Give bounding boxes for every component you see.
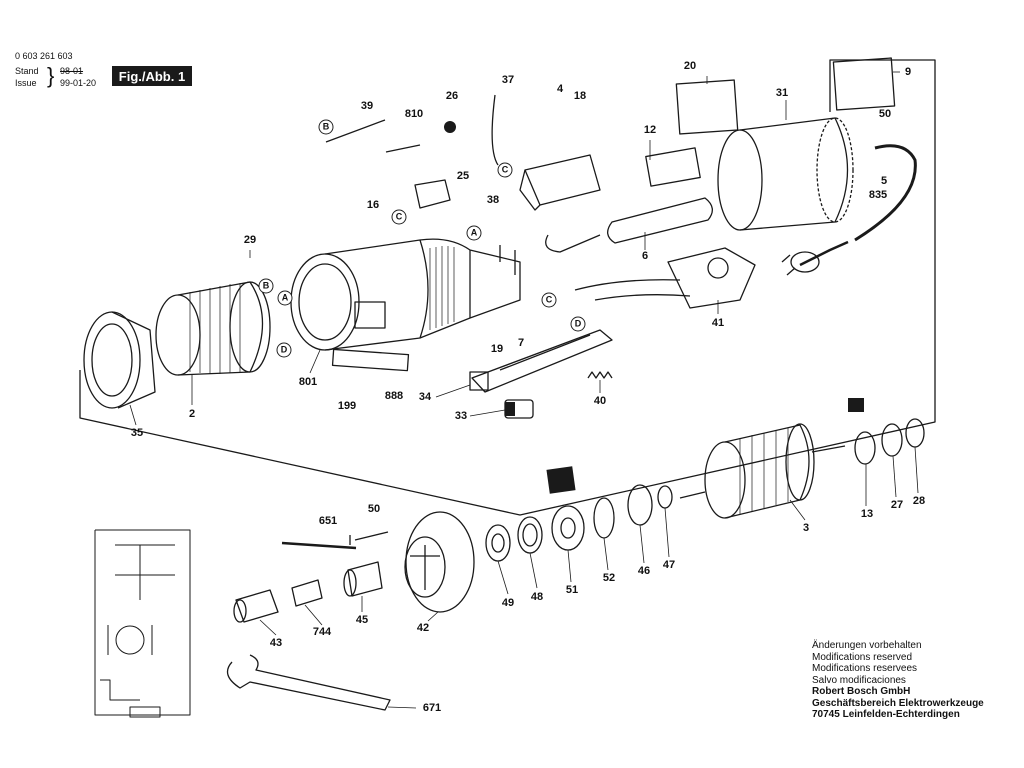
small-parts xyxy=(444,121,864,494)
callout-671: 671 xyxy=(422,702,442,714)
callout-13: 13 xyxy=(860,508,874,520)
assembly-outline xyxy=(79,59,936,516)
connector-c-module: C xyxy=(541,292,557,308)
end-cap-drawing xyxy=(83,311,156,409)
connector-a-top: A xyxy=(466,225,482,241)
connector-c-brush: C xyxy=(391,209,407,225)
callout-28: 28 xyxy=(912,495,926,507)
callout-37: 37 xyxy=(501,74,515,86)
brush-spring-drawing xyxy=(325,119,421,153)
callout-810: 810 xyxy=(404,108,424,120)
connector-d-stator: D xyxy=(276,342,292,358)
motor-housing-drawing xyxy=(290,238,521,351)
wrench-drawing xyxy=(226,654,391,711)
callout-35: 35 xyxy=(130,427,144,439)
label-plate-20-drawing xyxy=(675,79,739,135)
callout-51: 51 xyxy=(565,584,579,596)
callout-52: 52 xyxy=(602,572,616,584)
callout-25: 25 xyxy=(456,170,470,182)
callout-50a: 50 xyxy=(878,108,892,120)
callout-651: 651 xyxy=(318,515,338,527)
company-address: 70745 Leinfelden-Echterdingen xyxy=(812,709,960,720)
leader-lines xyxy=(129,71,919,709)
type-plate-drawing xyxy=(331,348,410,372)
part-number: 0 603 261 603 xyxy=(15,51,73,61)
stand-label: Stand xyxy=(15,66,39,76)
callout-888: 888 xyxy=(384,390,404,402)
callout-20: 20 xyxy=(683,60,697,72)
callout-39: 39 xyxy=(360,100,374,112)
callout-45: 45 xyxy=(355,614,369,626)
callout-38: 38 xyxy=(486,194,500,206)
circuit-schematic xyxy=(94,529,191,718)
callout-9: 9 xyxy=(904,66,912,78)
label-plate-9-drawing xyxy=(832,57,896,111)
collet-drawing xyxy=(233,561,383,623)
callout-33: 33 xyxy=(454,410,468,422)
note-line: Änderungen vorbehalten xyxy=(812,640,922,651)
company-division: Geschäftsbereich Elektrowerkzeuge xyxy=(812,697,984,709)
note-line: Modifications reserved xyxy=(812,651,913,663)
screw-drawing xyxy=(349,531,389,545)
callout-48: 48 xyxy=(530,591,544,603)
note-line: Modifications reservees xyxy=(812,663,918,674)
connector-b-top: B xyxy=(318,119,334,135)
callout-41: 41 xyxy=(711,317,725,329)
flange-drawing xyxy=(404,511,475,613)
pin-drawing xyxy=(281,541,357,550)
stator-drawing xyxy=(155,281,271,376)
callout-744: 744 xyxy=(312,626,332,638)
callout-26: 26 xyxy=(445,90,459,102)
wire-drawing xyxy=(491,94,601,253)
callout-199: 199 xyxy=(337,400,357,412)
callout-40: 40 xyxy=(593,395,607,407)
callout-3: 3 xyxy=(802,522,810,534)
callout-7: 7 xyxy=(517,337,525,349)
bracket-icon: } xyxy=(47,63,55,88)
callout-49: 49 xyxy=(501,597,515,609)
issue-label: Issue xyxy=(15,78,37,88)
callout-43: 43 xyxy=(269,637,283,649)
electronic-module-drawing xyxy=(574,247,756,309)
armature-drawing xyxy=(679,423,846,519)
figure-label: Fig./Abb. 1 xyxy=(112,66,192,86)
callout-46: 46 xyxy=(637,565,651,577)
callout-50b: 50 xyxy=(367,503,381,515)
callout-18: 18 xyxy=(573,90,587,102)
spring-drawing xyxy=(587,371,613,379)
callout-4: 4 xyxy=(556,83,564,95)
power-cable-drawing xyxy=(781,144,917,276)
callout-835: 835 xyxy=(868,189,888,201)
callout-27: 27 xyxy=(890,499,904,511)
note-line: Salvo modificaciones xyxy=(812,674,906,686)
callout-42: 42 xyxy=(416,622,430,634)
company-name: Robert Bosch GmbH xyxy=(812,686,911,697)
callout-19: 19 xyxy=(490,343,504,355)
callout-801: 801 xyxy=(298,376,318,388)
callout-6: 6 xyxy=(641,250,649,262)
motor-cover-drawing xyxy=(717,117,854,231)
callout-31: 31 xyxy=(775,87,789,99)
connector-d-module: D xyxy=(570,316,586,332)
stand-value: 98-01 xyxy=(60,66,84,76)
switch-drawing xyxy=(519,154,601,211)
switch-rod-drawing xyxy=(469,329,613,393)
callout-16: 16 xyxy=(366,199,380,211)
issue-value: 99-01-20 xyxy=(60,78,97,88)
connector-b-stator: B xyxy=(258,278,274,294)
brush-drawing xyxy=(414,179,451,209)
grip-drawing xyxy=(607,197,713,244)
brush-holder-drawing xyxy=(645,147,701,187)
connector-a-stator: A xyxy=(277,290,293,306)
callout-29: 29 xyxy=(243,234,257,246)
connector-c-switch: C xyxy=(497,162,513,178)
callout-47: 47 xyxy=(662,559,676,571)
callout-5: 5 xyxy=(880,175,888,187)
legal-notes: Änderungen vorbehalten Modifications res… xyxy=(812,640,984,721)
callout-34: 34 xyxy=(418,391,432,403)
callout-12: 12 xyxy=(643,124,657,136)
callout-2: 2 xyxy=(188,408,196,420)
